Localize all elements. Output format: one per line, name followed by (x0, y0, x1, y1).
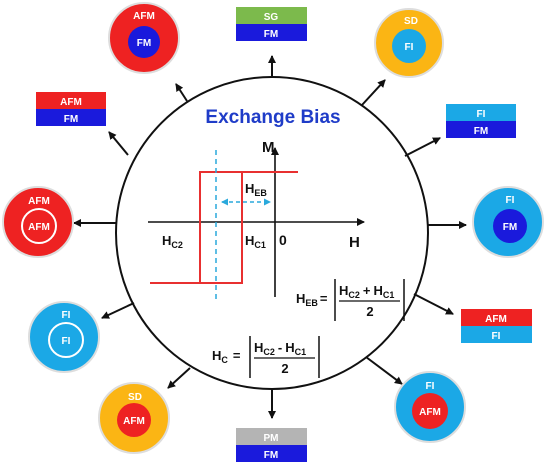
svg-text:FI: FI (506, 195, 515, 206)
afm-fm-bilayer: AFM FM (36, 92, 106, 126)
svg-text:FM: FM (503, 222, 517, 233)
hc-formula: HC= HC2-HC1 2 (212, 336, 320, 378)
hc2-label: HC2 (162, 233, 183, 250)
svg-text:2: 2 (281, 361, 288, 376)
hysteresis-loop (150, 171, 298, 284)
svg-text:AFM: AFM (28, 196, 50, 207)
sd-afm-core-shell: SD AFM (98, 382, 170, 454)
svg-text:HC2-HC1: HC2-HC1 (254, 340, 306, 357)
fi-fi-core-shell: FI FI (28, 301, 100, 373)
svg-text:SD: SD (128, 392, 142, 403)
svg-text:SG: SG (264, 12, 279, 23)
sg-fm-bilayer: SG FM (236, 7, 307, 41)
afm-fi-bilayer: AFM FI (461, 309, 532, 343)
svg-text:FM: FM (264, 29, 278, 40)
svg-text:AFM: AFM (419, 407, 441, 418)
radial-arrows (73, 55, 467, 419)
hc1-label: HC1 (245, 233, 266, 250)
h-axis-label: H (349, 234, 360, 251)
svg-text:FM: FM (474, 126, 488, 137)
svg-text:AFM: AFM (133, 11, 155, 22)
svg-text:FI: FI (62, 310, 71, 321)
svg-text:FI: FI (477, 109, 486, 120)
svg-text:AFM: AFM (485, 314, 507, 325)
svg-text:SD: SD (404, 16, 418, 27)
arrow-to-sd-afm-core (167, 367, 191, 389)
svg-text:FI: FI (492, 331, 501, 342)
svg-text:AFM: AFM (28, 222, 50, 233)
svg-text:AFM: AFM (60, 97, 82, 108)
fi-fm-core-shell: FI FM (472, 186, 544, 258)
diagram-title: Exchange Bias (205, 107, 340, 128)
heb-formula: HEB= HC2+HC1 2 (296, 279, 405, 321)
arrow-to-fi-afm-core (365, 356, 403, 385)
arrow-to-afm-fm-core (175, 83, 188, 102)
svg-text:PM: PM (264, 433, 279, 444)
arrow-to-afm-fi-bilayer (413, 293, 454, 315)
svg-text:HC=: HC= (212, 348, 241, 365)
arrow-to-afm-fm-bilayer (108, 131, 129, 156)
arrow-to-fi-fm-bilayer (404, 137, 441, 157)
svg-text:FM: FM (64, 114, 78, 125)
fi-afm-core-shell: FI AFM (394, 371, 466, 443)
fi-fm-bilayer: FI FM (446, 104, 516, 138)
sd-fi-core-shell: SD FI (374, 8, 444, 78)
origin-label: 0 (279, 232, 287, 248)
heb-label: HEB (245, 181, 267, 198)
svg-text:AFM: AFM (123, 416, 145, 427)
svg-text:FI: FI (426, 381, 435, 392)
svg-text:HEB=: HEB= (296, 291, 328, 308)
afm-fm-core-shell: AFM FM (108, 2, 180, 74)
m-axis-label: M (262, 139, 275, 156)
svg-text:FI: FI (62, 336, 71, 347)
svg-text:HC2+HC1: HC2+HC1 (339, 283, 394, 300)
arrow-to-fi-fi-core (101, 302, 135, 319)
svg-text:2: 2 (366, 304, 373, 319)
svg-text:FI: FI (405, 42, 414, 53)
arrow-to-sd-fi-core (361, 79, 386, 106)
svg-text:FM: FM (137, 38, 151, 49)
pm-fm-bilayer: PM FM (236, 428, 307, 462)
svg-text:FM: FM (264, 450, 278, 461)
afm-afm-core-shell: AFM AFM (2, 186, 74, 258)
